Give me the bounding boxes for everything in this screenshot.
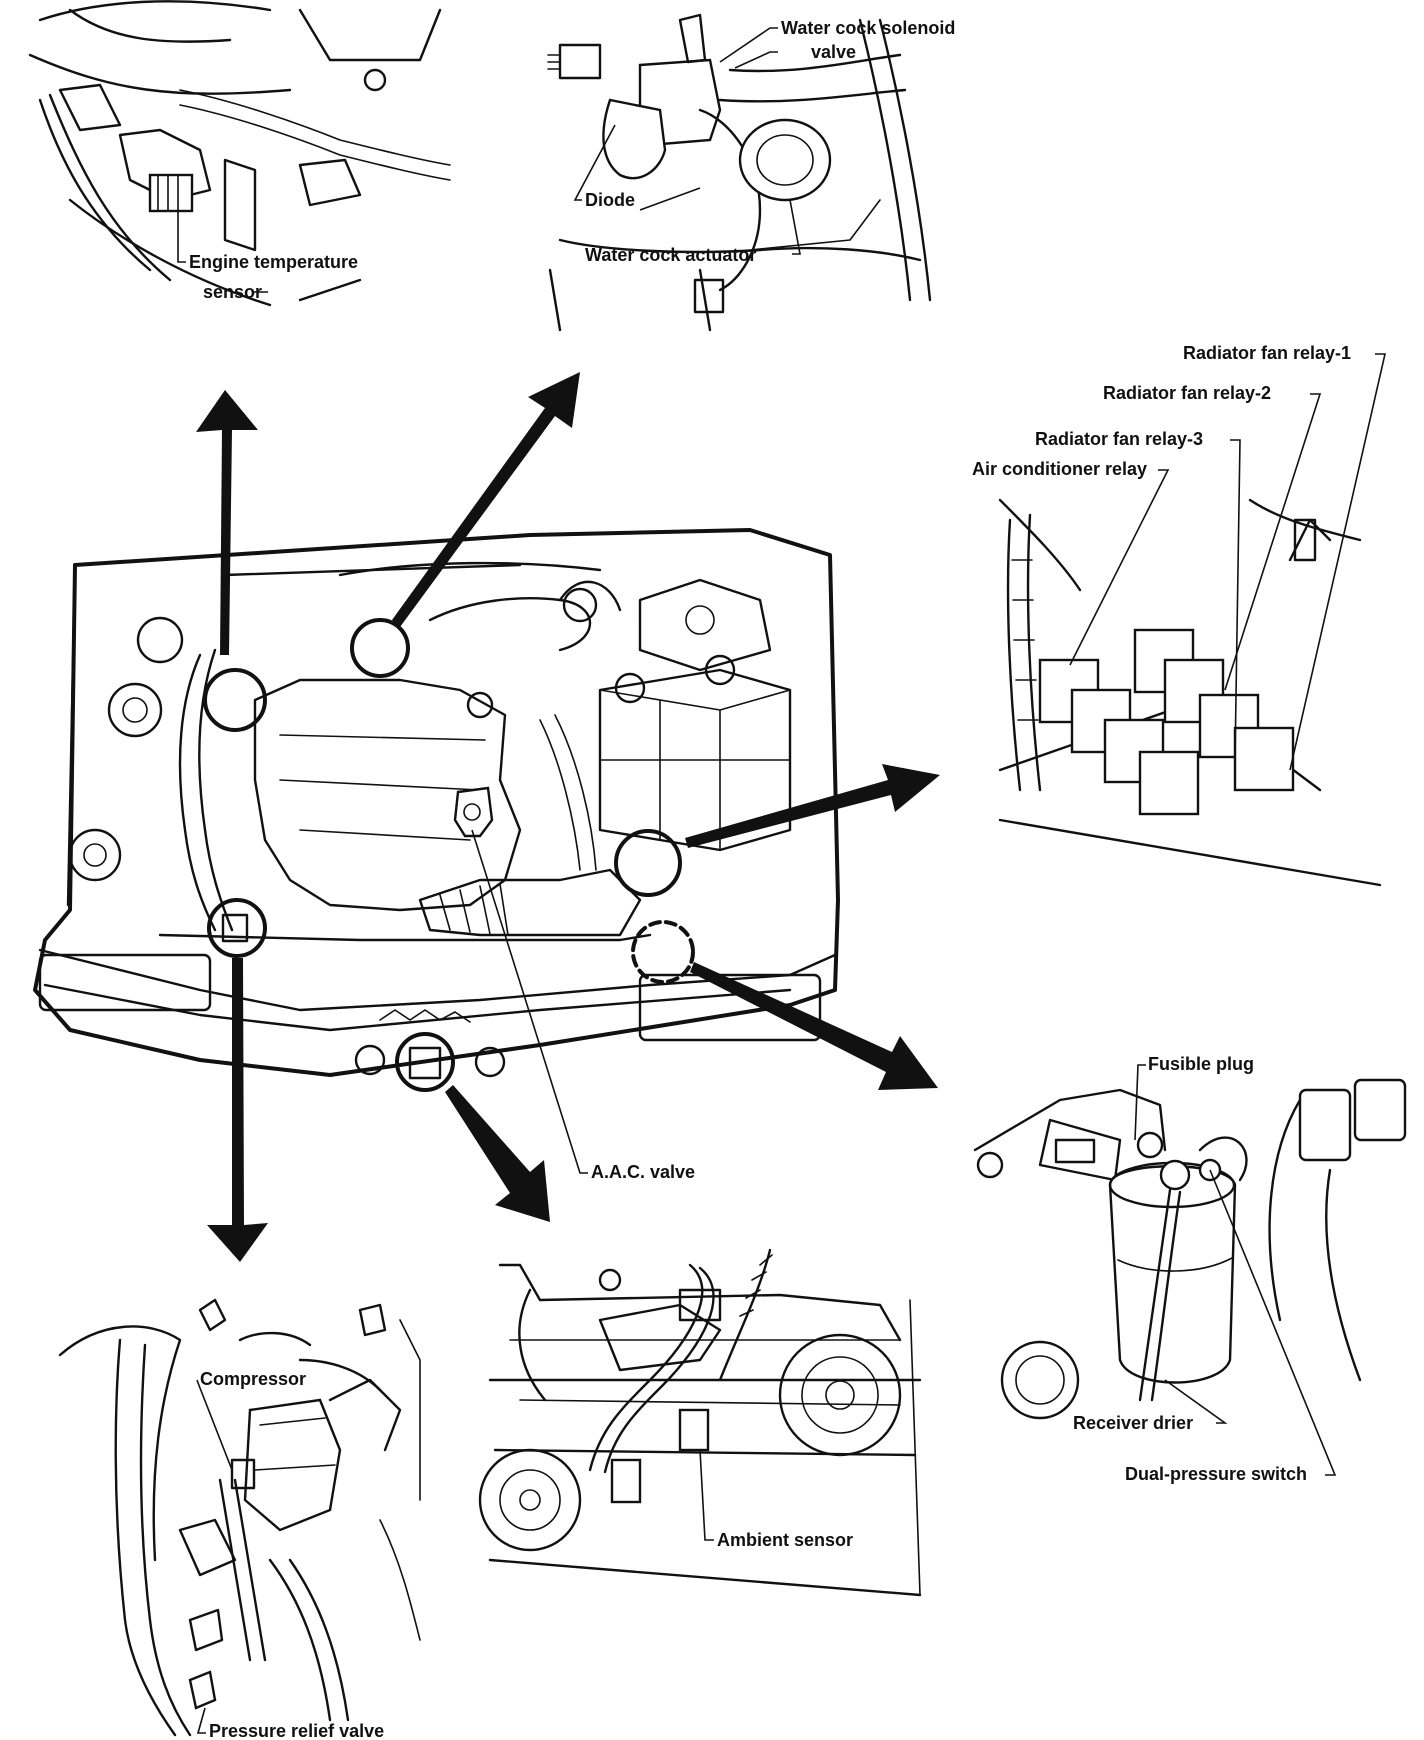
radiator-fan-relay-2-leader: [1224, 393, 1322, 691]
compressor-label: Compressor: [200, 1369, 306, 1389]
radiator-fan-relay-1-leader: [1289, 353, 1387, 771]
water-cock-actuator-label: Water cock actuator: [585, 245, 756, 265]
aac-valve-leader: [471, 829, 588, 1174]
inset-ambient-sensor: Ambient sensor: [478, 1248, 922, 1597]
water-cock-solenoid-label: Water cock solenoid: [781, 18, 955, 38]
water-cock-solenoid-label-2: valve: [811, 42, 856, 62]
inset-relay-box: Air conditioner relay Radiator fan relay…: [972, 343, 1387, 887]
ambient-sensor-leader: [699, 1449, 714, 1541]
pressure-relief-valve-leader: [196, 1707, 206, 1734]
engine-temp-sensor-label: Engine temperature: [189, 252, 358, 272]
arrow-to-receiver-drier: [690, 962, 938, 1090]
receiver-drier-label: Receiver drier: [1073, 1413, 1193, 1433]
dual-pressure-switch-leader: [1209, 1169, 1337, 1476]
water-cock-solenoid-leader: [719, 27, 778, 69]
air-conditioner-relay-label: Air conditioner relay: [972, 459, 1147, 479]
water-cock-actuator-leader: [789, 199, 801, 255]
arrow-to-water-cock: [392, 372, 580, 627]
inset-compressor: Compressor Pressure relief valve: [58, 1298, 421, 1740]
inset-receiver-drier: Fusible plug Receiver drier Dual-pressur…: [973, 1054, 1407, 1484]
engine-temp-sensor-label-2: sensor: [203, 282, 262, 302]
inset-engine-temperature-sensor: Engine temperature sensor: [28, 0, 451, 307]
radiator-fan-relay-1-label: Radiator fan relay-1: [1183, 343, 1351, 363]
dual-pressure-switch-label: Dual-pressure switch: [1125, 1464, 1307, 1484]
diode-leader: [573, 124, 701, 211]
receiver-drier-leader: [1164, 1379, 1228, 1424]
radiator-fan-relay-2-label: Radiator fan relay-2: [1103, 383, 1271, 403]
diode-label: Diode: [585, 190, 635, 210]
air-conditioner-relay-leader: [1069, 469, 1170, 666]
compressor-leader: [196, 1379, 233, 1471]
relay: [1138, 750, 1200, 816]
ambient-sensor-label: Ambient sensor: [717, 1530, 853, 1550]
pressure-relief-valve-label: Pressure relief valve: [209, 1721, 384, 1740]
arrow-to-engine-temp-sensor: [196, 390, 258, 655]
arrow-to-compressor: [207, 958, 268, 1262]
arrows: [196, 372, 940, 1262]
fusible-plug-label: Fusible plug: [1148, 1054, 1254, 1074]
aac-valve-callout: A.A.C. valve: [471, 829, 695, 1182]
arrow-to-ambient-sensor: [445, 1085, 550, 1222]
relay-array: [1038, 628, 1295, 816]
inset-water-cock: Water cock solenoid valve Diode Water co…: [547, 13, 955, 332]
aac-valve-label: A.A.C. valve: [591, 1162, 695, 1182]
radiator-fan-relay-3-label: Radiator fan relay-3: [1035, 429, 1203, 449]
engine-temp-sensor-leader: [177, 212, 268, 293]
relay: [1233, 726, 1295, 792]
arrow-to-relay-box: [685, 764, 940, 848]
fusible-plug-leader: [1134, 1064, 1146, 1141]
engine-bay-overview: [33, 528, 840, 1092]
